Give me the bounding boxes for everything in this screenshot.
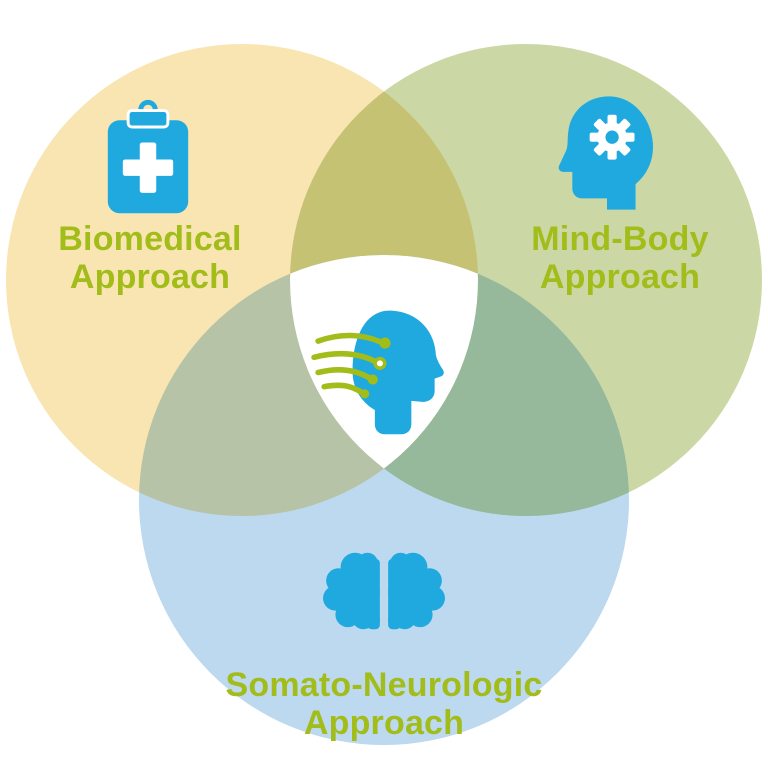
mind-body-label-line1: Mind-Body bbox=[531, 220, 709, 258]
logo-circuit-lines-shape bbox=[311, 332, 384, 395]
biomedical-label: Biomedical Approach bbox=[16, 220, 284, 297]
brain-icon bbox=[322, 546, 446, 638]
medical-clipboard-icon-svg bbox=[107, 99, 189, 214]
medical-clipboard-icon bbox=[102, 96, 194, 220]
center-logo-svg bbox=[311, 310, 444, 435]
clipboard-clip-shape bbox=[126, 109, 170, 129]
brain-left-hemisphere-shape bbox=[323, 552, 380, 630]
neurology-head-circuit-logo bbox=[310, 304, 462, 442]
somato-neurologic-label-line2: Approach bbox=[303, 704, 465, 743]
biomedical-label-line2: Approach bbox=[69, 258, 231, 297]
logo-circuit-nodes-shape bbox=[360, 337, 391, 399]
head-gear-icon bbox=[556, 94, 658, 212]
mind-body-label-line2: Approach bbox=[539, 258, 701, 297]
gear-shape bbox=[589, 114, 635, 160]
logo-head-shape bbox=[352, 310, 444, 435]
biomedical-label-line1: Biomedical bbox=[58, 220, 242, 258]
mind-body-label: Mind-Body Approach bbox=[486, 220, 754, 297]
somato-neurologic-label: Somato-Neurologic Approach bbox=[164, 666, 604, 743]
somato-neurologic-label-line1: Somato-Neurologic bbox=[225, 666, 543, 704]
circle-somato-neurologic bbox=[139, 255, 629, 745]
head-gear-icon-svg bbox=[558, 96, 654, 210]
head-silhouette-shape bbox=[558, 96, 654, 210]
brain-icon-svg bbox=[323, 552, 445, 630]
medical-cross-shape bbox=[122, 142, 174, 193]
brain-right-hemisphere-shape bbox=[388, 552, 445, 630]
